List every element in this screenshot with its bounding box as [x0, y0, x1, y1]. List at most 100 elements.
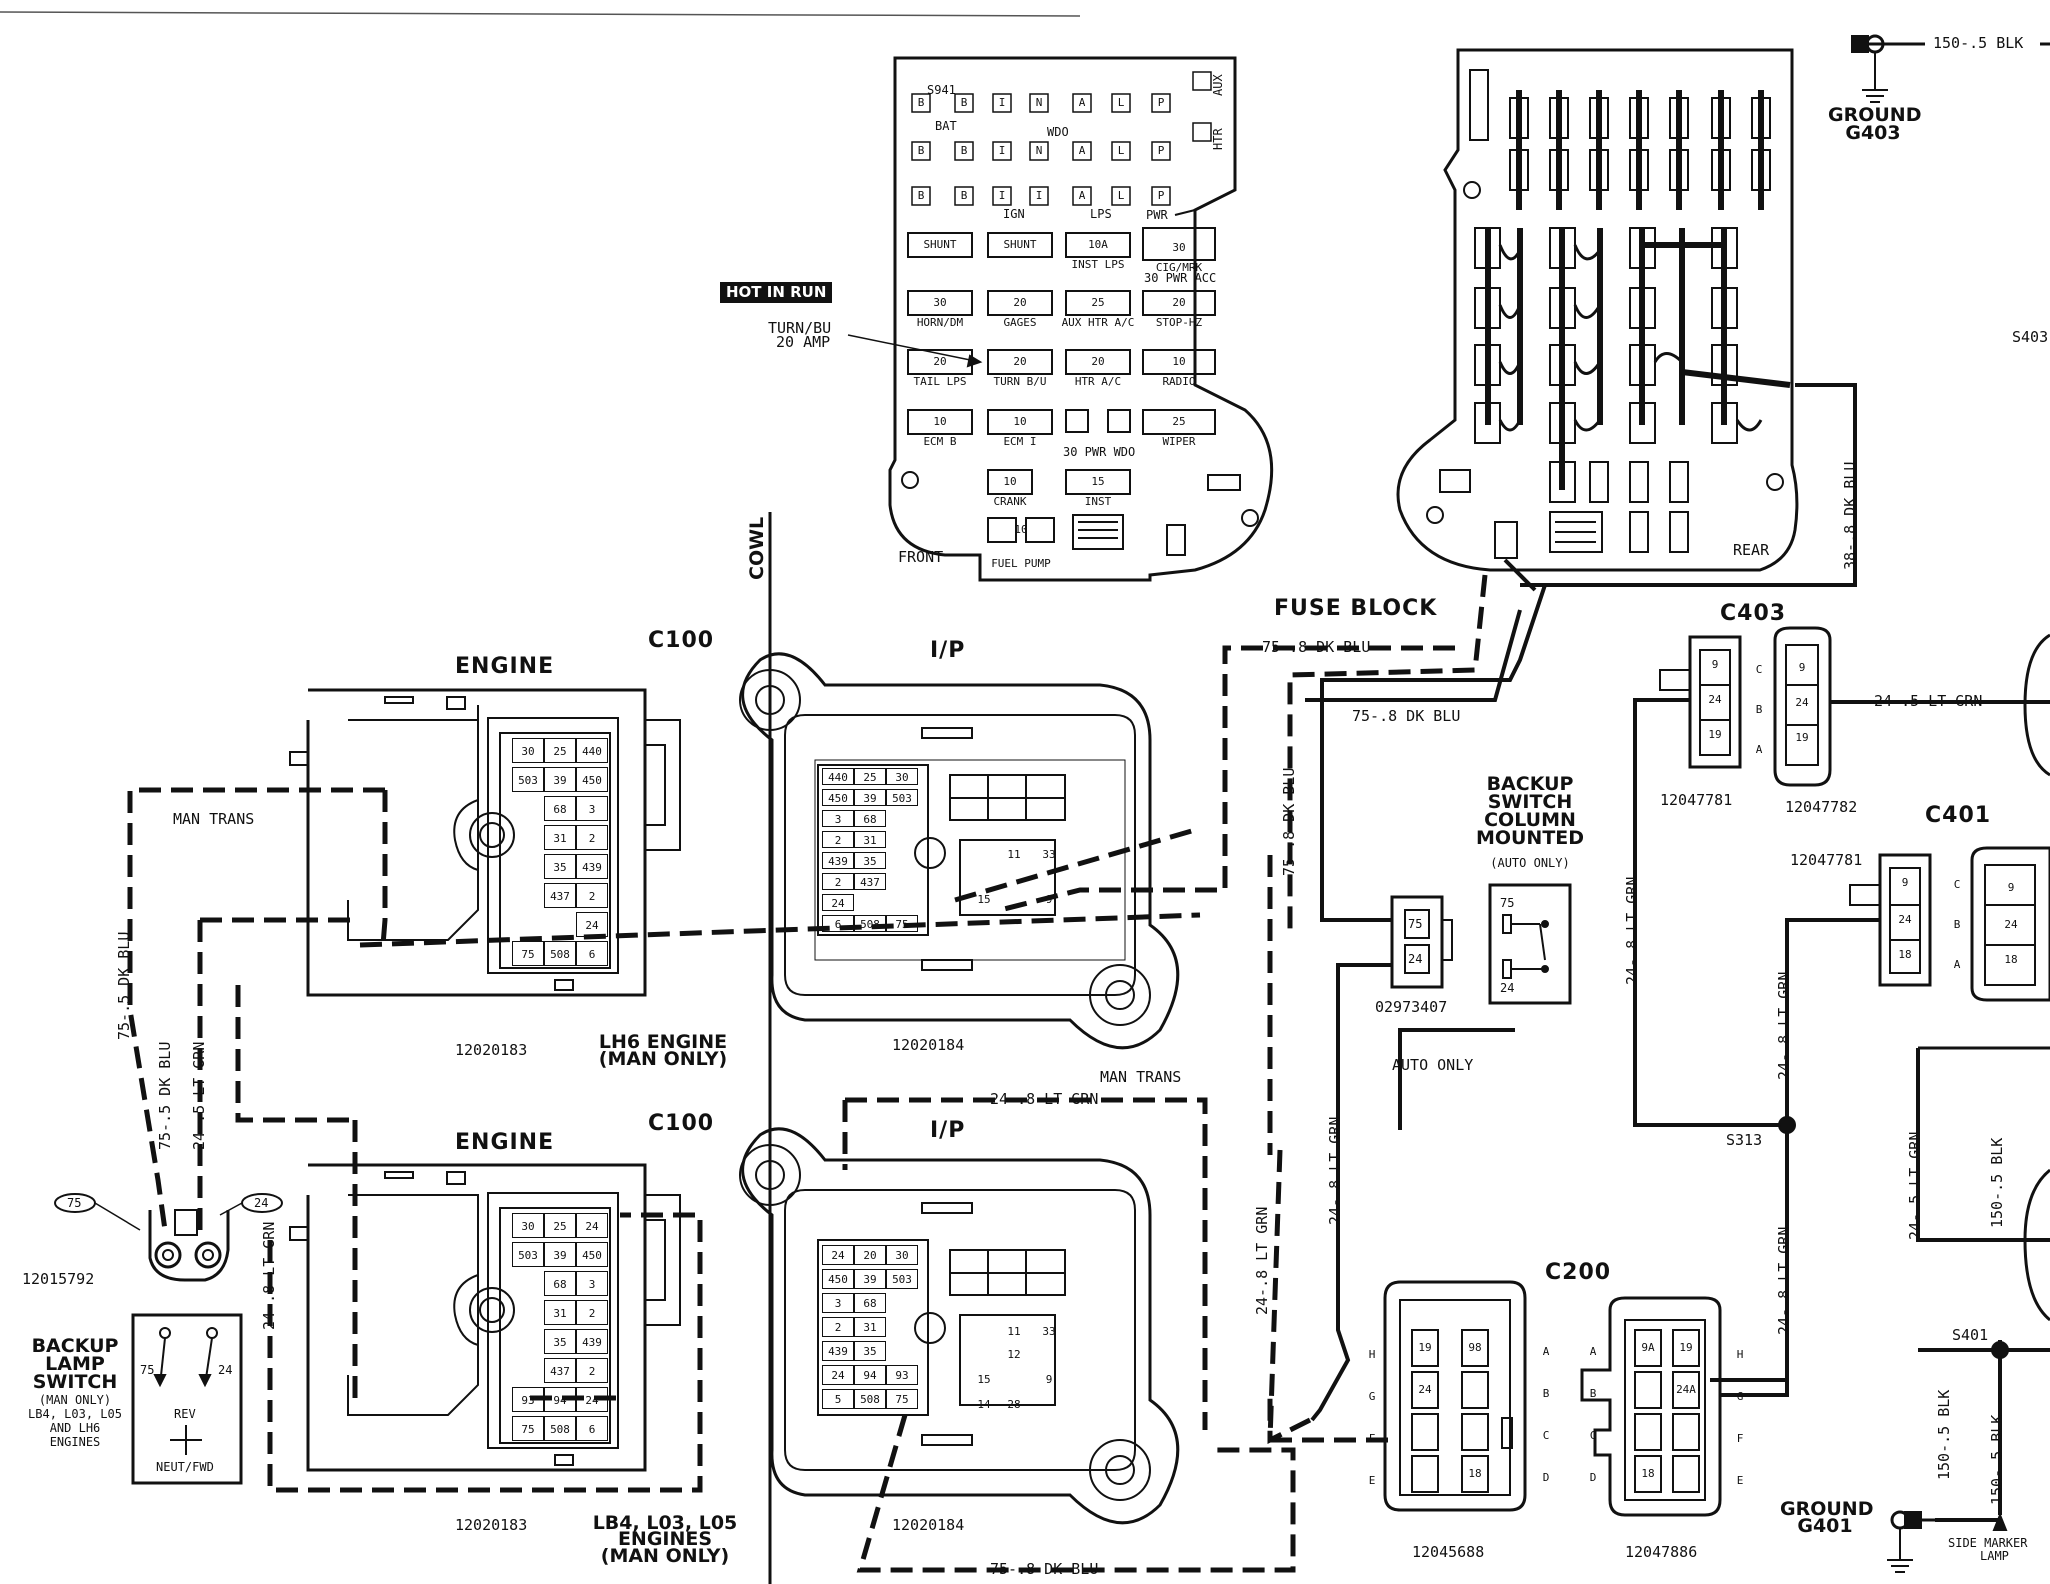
ip-top-pin: 15 [977, 893, 991, 906]
wire-150-blk-r1: 150-.5 BLK [1988, 1137, 2006, 1228]
ip-label-bottom: I/P [930, 1118, 966, 1143]
ip-connector-top [739, 652, 1180, 1050]
ip-top-pin [886, 852, 918, 869]
engine-bottom-pin: 93 [512, 1387, 544, 1412]
engine-bottom-pin: 503 [512, 1242, 544, 1267]
wire-24-8-lt-grn-r1: 24-.8 LT GRN [1623, 876, 1641, 985]
fuse-value: 15 [1091, 475, 1105, 488]
c403-pin: 9 [1711, 658, 1719, 671]
switch-pin-24: 24 [218, 1363, 233, 1377]
man-trans-label-left: MAN TRANS [173, 810, 255, 828]
engine-bottom-pin: 25 [544, 1213, 576, 1238]
engine-top-pin [512, 854, 544, 879]
c403-letter: C [1755, 663, 1763, 676]
pin-75-label: 75 [67, 1196, 82, 1210]
ip-bottom-pin: 75 [886, 1389, 918, 1409]
wire-75-dk-blu-a: 75-.8 DK BLU [1262, 638, 1371, 656]
ip-bottom-pin: 14 [977, 1398, 991, 1411]
ip-bottom-pin: 68 [854, 1293, 886, 1313]
ip-top-pin: 439 [822, 852, 854, 869]
backup-lamp-3: SWITCH [32, 1371, 118, 1393]
engine-label-bottom: ENGINE [455, 1130, 555, 1155]
c100-label-bottom: C100 [648, 1111, 715, 1136]
ip-top-pin [886, 894, 918, 911]
engine-bottom-pin: 31 [544, 1300, 576, 1325]
engine-bottom-pin: 24 [576, 1213, 608, 1238]
ign-label: IGN [1003, 207, 1025, 221]
ip-top-pin: 450 [822, 789, 854, 806]
s403-label: S403 [2012, 328, 2049, 346]
engine-top-pin: 24 [576, 912, 608, 937]
ground-g401-label-2: G401 [1797, 1515, 1853, 1537]
fuse-label: WIPER [1162, 435, 1196, 448]
fuse-value: 30 [1172, 241, 1186, 254]
backup-lamp-switch [54, 1193, 283, 1485]
c200-label: C200 [1545, 1260, 1612, 1285]
wdo-label: WDO [1047, 125, 1069, 139]
engine-bottom-pin [512, 1300, 544, 1325]
c200-right-pin: 19 [1679, 1341, 1693, 1354]
ip-bottom-pin: 11 [1007, 1325, 1021, 1338]
ip-top-pin: 2 [822, 873, 854, 890]
c401-pin: 24 [1898, 913, 1912, 926]
ip-top-pin [886, 810, 918, 827]
part-c403-a: 12047781 [1660, 791, 1733, 809]
engine-bottom-pin: 439 [576, 1329, 608, 1354]
c200-right-pin: 18 [1641, 1467, 1655, 1480]
c200-right-pin: 9A [1641, 1341, 1655, 1354]
ip-top-pin: 440 [822, 768, 854, 785]
ip-connector-bottom [739, 1127, 1180, 1525]
engine-bottom-pin [512, 1329, 544, 1354]
ip-top-pin: 30 [886, 768, 918, 785]
ip-bottom-pin: 24 [822, 1365, 854, 1385]
backup-lamp-4: (MAN ONLY) [38, 1393, 112, 1407]
engine-top-pin: 75 [512, 941, 544, 966]
switch-pin-75: 75 [140, 1363, 155, 1377]
ip-bottom-pin: 30 [886, 1245, 918, 1265]
part-c401-a: 12047781 [1790, 851, 1863, 869]
ip-top-pin: 31 [854, 831, 886, 848]
lps-label: LPS [1090, 207, 1112, 221]
front-label: FRONT [898, 548, 944, 566]
fuse-value: 25 [1091, 296, 1105, 309]
engine-bottom-pin: 30 [512, 1213, 544, 1238]
c200-letter: H [1368, 1348, 1376, 1361]
ip-bottom-pin [886, 1341, 918, 1361]
ip-bottom-pin: 28 [1007, 1398, 1021, 1411]
engine-top-pin: 508 [544, 941, 576, 966]
fuse-letter: B [917, 189, 925, 202]
engine-bottom-pin: 24 [576, 1387, 608, 1412]
fuse-letter: A [1078, 189, 1086, 202]
fuse-label: FUEL PUMP [991, 557, 1051, 570]
htr-label: HTR [1211, 128, 1225, 150]
col-pin-75: 75 [1500, 896, 1515, 910]
c401-pin: 9 [1901, 876, 1909, 889]
man-trans-label-right: MAN TRANS [1100, 1068, 1182, 1086]
c100-label-top: C100 [648, 628, 715, 653]
backup-col-2: SWITCH [1487, 791, 1573, 813]
engine-bottom-pin [512, 1358, 544, 1383]
s401-label: S401 [1952, 1326, 1989, 1344]
ip-top-pin: 437 [854, 873, 886, 890]
engine-top-pin: 68 [544, 796, 576, 821]
backup-lamp-6: AND LH6 [49, 1421, 101, 1435]
fuse-value: 20 [1091, 355, 1105, 368]
wire-24-5-lt-grn-c403: 24-.5 LT GRN [1874, 692, 1983, 710]
ip-bottom-pin: 31 [854, 1317, 886, 1337]
wire-24-8-lt-grn-left: 24-.8 LT GRN [260, 1221, 278, 1330]
wire-24-8-lt-grn-mid: 24-.8 LT GRN [1253, 1206, 1271, 1315]
ip-bottom-pin: 93 [886, 1365, 918, 1385]
fuse-label: HORN/DM [916, 316, 964, 329]
c401-pin-mate: 18 [2004, 953, 2018, 966]
wire-75-dk-blu-bottom: 75-.8 DK BLU [990, 1560, 1099, 1578]
fuse-letter: L [1117, 189, 1125, 202]
wire-24-8-lt-grn-top: 24-.8 LT GRN [990, 1090, 1099, 1108]
engine-top-pin: 30 [512, 738, 544, 763]
c403-label: C403 [1720, 601, 1787, 626]
ip-bottom-pin: 24 [822, 1245, 854, 1265]
lh6-label-2: (MAN ONLY) [598, 1048, 728, 1070]
c401-letter: B [1953, 918, 1961, 931]
c200-letter: H [1736, 1348, 1744, 1361]
engine-bottom-pin: 450 [576, 1242, 608, 1267]
fuse-label: CIG/MRK [1155, 261, 1203, 274]
